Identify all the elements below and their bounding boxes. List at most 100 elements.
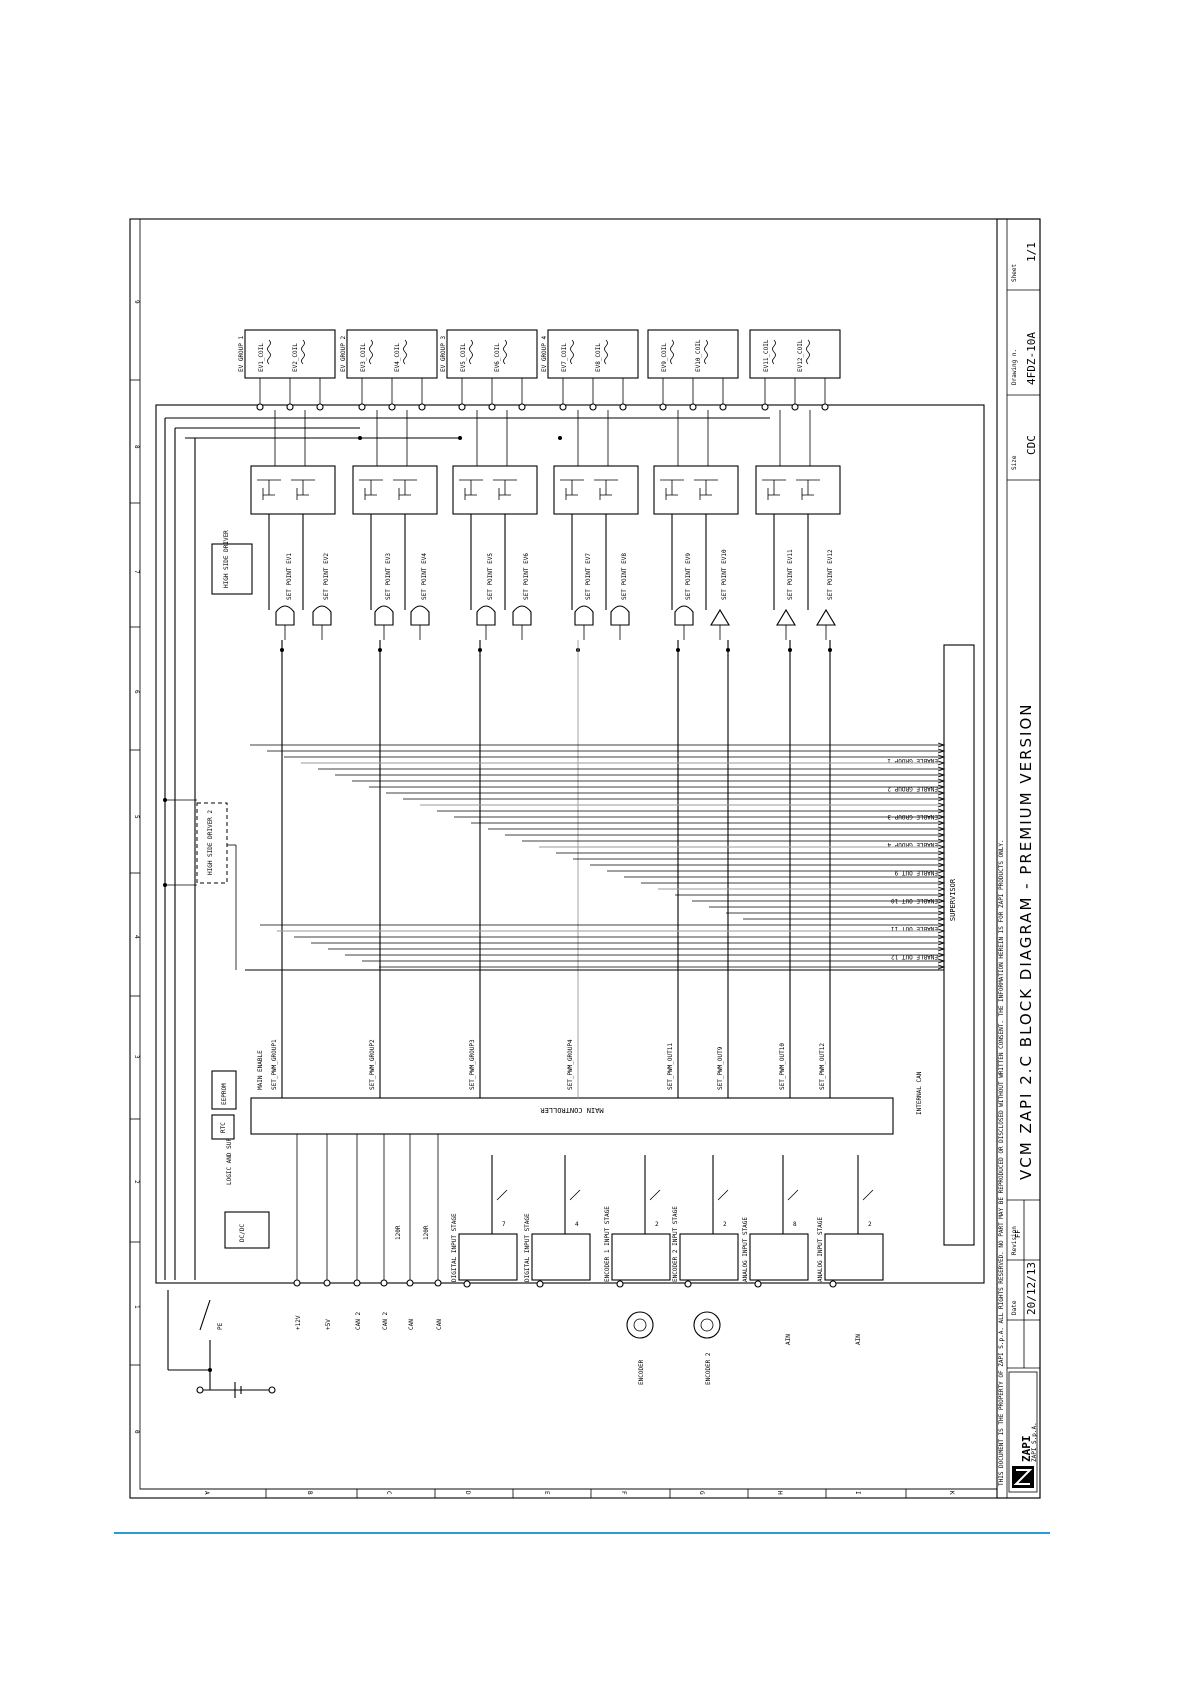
pwm-label: SET_PWM_GROUP3 [469, 1039, 476, 1090]
column-markers: A B C D E F G H I K [203, 1489, 955, 1498]
input-stage-label: ENCODER 2 INPUT STAGE [672, 1206, 679, 1282]
coil-symbol [503, 339, 507, 365]
svg-text:7: 7 [133, 570, 140, 574]
input-stage-label: DIGITAL INPUT STAGE [524, 1213, 531, 1282]
bus-width-label: 2 [868, 1221, 872, 1228]
sheet-number: 1/1 [1025, 242, 1038, 262]
arrow [937, 850, 946, 856]
battery-symbol [167, 1290, 276, 1398]
setpoint-label: SET POINT EV7 [585, 553, 592, 600]
arrow [937, 862, 946, 868]
arrow [937, 952, 946, 958]
coil-label: EV7_COIL [561, 343, 568, 372]
analog-source-2-label: AIN [855, 1334, 862, 1345]
coil-symbol [704, 339, 708, 365]
terminal [388, 403, 396, 411]
main-controller-label: MAIN CONTROLLER [540, 1106, 604, 1114]
bus-width-label: 2 [655, 1221, 659, 1228]
svg-text:Sheet: Sheet [1011, 264, 1018, 282]
arrow [937, 748, 946, 754]
setpoint-label: SET POINT EV1 [286, 553, 293, 600]
coil-symbol [570, 339, 574, 365]
coil-label: EV9_COIL [661, 343, 668, 372]
dcdc-block [224, 1211, 270, 1249]
arrow [937, 760, 946, 766]
arrow [937, 928, 946, 934]
svg-text:Size: Size [1011, 455, 1018, 470]
transistor-symbol [493, 479, 517, 500]
coil-label: EV3_COIL [360, 343, 367, 372]
rtc-block [211, 1114, 235, 1140]
input-stage-block [679, 1233, 739, 1281]
terminal [754, 1280, 762, 1288]
terminal [619, 403, 627, 411]
arrow [937, 958, 946, 964]
arrow [937, 838, 946, 844]
input-stage-block [531, 1233, 591, 1281]
svg-text:HIGH SIDE DRIVER 2: HIGH SIDE DRIVER 2 [207, 810, 214, 875]
coil-group-label: EV GROUP 1 [238, 335, 245, 372]
coil-label: EV5_COIL [460, 343, 467, 372]
svg-text:RTC: RTC [220, 1122, 227, 1133]
sheet-size: CDC [1025, 435, 1038, 455]
arrow [937, 946, 946, 952]
driver-block [452, 465, 538, 515]
arrow [937, 844, 946, 850]
arrow [937, 826, 946, 832]
coil-group-label: EV GROUP 4 [541, 335, 548, 372]
transistor-symbol [291, 479, 315, 500]
pe-label: PE [217, 1322, 224, 1330]
title-block: VCM ZAPI 2.C BLOCK DIAGRAM - PREMIUM VER… [996, 218, 1041, 1499]
svg-text:DC/DC: DC/DC [239, 1224, 246, 1242]
svg-text:B: B [306, 1491, 313, 1495]
drawing-date: 20/12/13 [1025, 1262, 1038, 1315]
svg-text:HIGH SIDE DRIVER: HIGH SIDE DRIVER [223, 530, 230, 588]
controller-enclosure [155, 404, 985, 1284]
svg-text:H: H [776, 1491, 783, 1495]
supervisor-label: SUPERVISOR [949, 878, 957, 921]
driver-block [653, 465, 739, 515]
enable-label: ENABLE GROUP 2 [887, 785, 938, 792]
setpoint-label: SET POINT EV11 [787, 549, 794, 600]
input-stage-block [749, 1233, 809, 1281]
enable-label: ENABLE OUT 10 [891, 897, 938, 904]
svg-text:G: G [698, 1491, 705, 1495]
setpoint-label: SET POINT EV5 [487, 553, 494, 600]
svg-text:ZAPI S.p.A.: ZAPI S.p.A. [1031, 1422, 1038, 1462]
and-gate [275, 605, 295, 626]
drawing-inner-frame [139, 218, 998, 1490]
bus-width-label: 4 [575, 1221, 579, 1228]
terminal [458, 403, 466, 411]
supervisor-block [943, 644, 975, 1246]
svg-text:I: I [854, 1491, 861, 1495]
bus-width-label: 7 [502, 1221, 506, 1228]
enable-label: ENABLE GROUP 1 [887, 757, 938, 764]
and-gate [512, 605, 532, 626]
svg-text:9: 9 [133, 300, 140, 304]
arrow [937, 820, 946, 826]
coil-symbol [806, 339, 810, 365]
svg-text:Drawing n.: Drawing n. [1011, 349, 1018, 385]
and-gate [476, 605, 496, 626]
and-gate [312, 605, 332, 626]
terminal [761, 403, 769, 411]
bus-width-label: 2 [723, 1221, 727, 1228]
termination-resistor-label: 120R [423, 1225, 430, 1240]
connector-label: CAN 2 [355, 1312, 362, 1330]
pwm-label: SET_PWM_OUT10 [779, 1043, 786, 1090]
transistor-symbol [594, 479, 618, 500]
arrow [937, 898, 946, 904]
driver-block [755, 465, 841, 515]
input-stage-label: ANALOG INPUT STAGE [817, 1217, 824, 1282]
svg-text:C: C [385, 1491, 392, 1495]
encoder-2-inner [700, 1318, 714, 1332]
and-gate [674, 605, 694, 626]
arrow [937, 964, 946, 970]
svg-text:E: E [543, 1491, 550, 1495]
driver-block [352, 465, 438, 515]
arrow [937, 784, 946, 790]
arrow [937, 856, 946, 862]
pwm-label: SET_PWM_OUT9 [717, 1046, 724, 1090]
drawing-frame [129, 218, 1041, 1499]
